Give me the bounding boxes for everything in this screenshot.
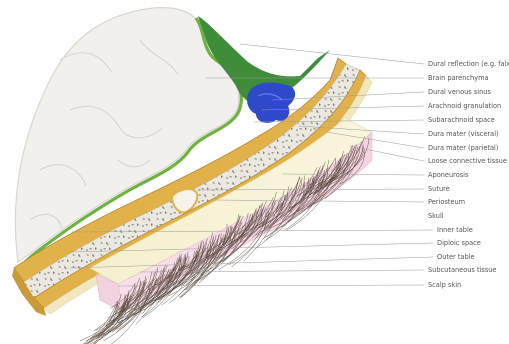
label-diploic-space: Diploic space — [437, 239, 481, 247]
leader-line-dural-reflection — [240, 44, 424, 64]
label-loose-connective-tissue: Loose connective tissue — [428, 157, 507, 165]
label-dural-venous-sinus: Dural venous sinus — [428, 88, 491, 96]
label-skull: Skull — [428, 212, 444, 220]
label-brain-parenchyma: Brain parenchyma — [428, 74, 489, 82]
dural-venous-sinus-shape — [247, 83, 295, 123]
label-dural-reflection: Dural reflection (e.g. falx) — [428, 60, 509, 68]
label-arachnoid-granulation: Arachnoid granulation — [428, 102, 501, 110]
label-dura-visceral: Dura mater (visceral) — [428, 130, 499, 138]
label-aponeurosis: Aponeurosis — [428, 171, 469, 179]
label-inner-table: Inner table — [437, 226, 473, 234]
label-dura-parietal: Dura mater (parietal) — [428, 144, 498, 152]
label-periosteum: Periosteum — [428, 198, 465, 206]
label-outer-table: Outer table — [437, 253, 475, 261]
label-scalp-skin: Scalp skin — [428, 281, 461, 289]
label-subarachnoid-space: Subarachnoid space — [428, 116, 495, 124]
label-suture: Suture — [428, 185, 450, 193]
label-subcutaneous-tissue: Subcutaneous tissue — [428, 266, 496, 274]
